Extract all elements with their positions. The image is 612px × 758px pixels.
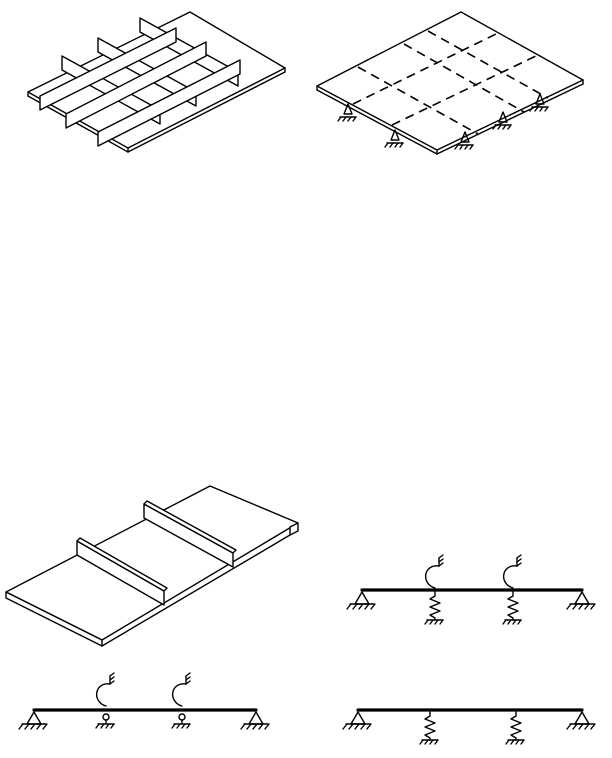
- point-supports: [337, 93, 549, 150]
- beam-model-springs-only: [342, 708, 596, 745]
- plate-with-two-stiffeners: [5, 485, 299, 647]
- beam-model-rotational-only: [18, 672, 270, 730]
- dashed-grid: [352, 30, 549, 135]
- beam-model-spring-rotational: [346, 554, 596, 625]
- stiffened-grid-plate: [27, 11, 286, 153]
- rib-set-b: [39, 27, 241, 147]
- plate-on-point-supports: [316, 11, 584, 155]
